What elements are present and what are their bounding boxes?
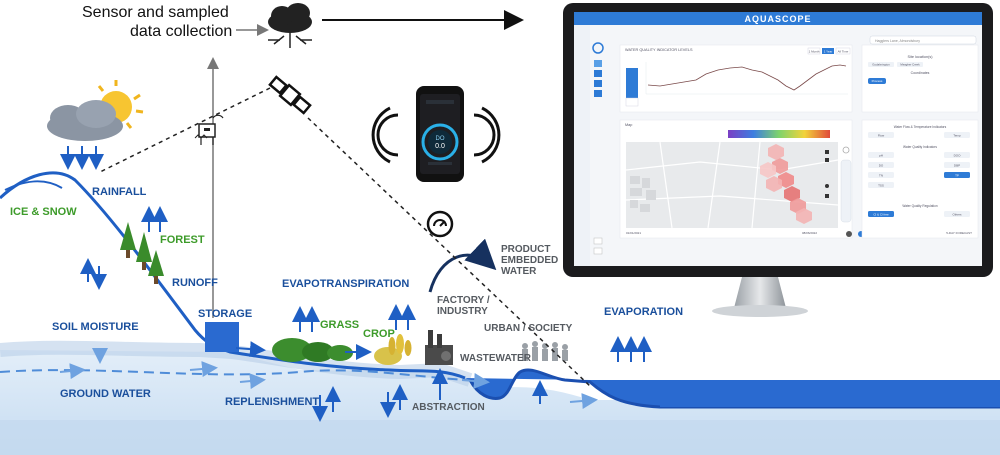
label-ground-water: GROUND WATER: [60, 388, 151, 400]
label-grass: GRASS: [320, 319, 359, 331]
svg-text:TSS: TSS: [878, 184, 884, 188]
svg-text:Others: Others: [952, 213, 962, 217]
svg-text:1 Year: 1 Year: [824, 50, 833, 54]
app-header: [574, 12, 982, 25]
phone-reading-label: DO: [436, 136, 445, 142]
chart-title: WATER QUALITY INDICATOR LEVELS: [625, 48, 693, 52]
chart-tab-1month[interactable]: [807, 47, 821, 55]
label-forest: FOREST: [160, 234, 205, 246]
svg-text:TP: TP: [955, 174, 959, 178]
monitor-stand: [734, 277, 786, 308]
label-ice-snow: ICE & SNOW: [10, 206, 77, 218]
svg-text:01/01/2021: 01/01/2021: [626, 231, 641, 235]
app-brand: AQUASCOPE: [744, 14, 811, 24]
chart-toggle: [626, 68, 638, 98]
svg-text:DO: DO: [879, 164, 884, 168]
label-crop: CROP: [363, 328, 395, 340]
chart-tab-1year[interactable]: [822, 48, 834, 54]
satellite-link-right: [307, 117, 591, 387]
label-runoff: RUNOFF: [172, 277, 218, 289]
label-urban: URBAN / SOCIETY: [484, 323, 573, 334]
rain-cloud-icon: [47, 100, 123, 170]
svg-text:DOO: DOO: [954, 154, 962, 158]
map-slider: [840, 159, 852, 223]
process-button[interactable]: [868, 78, 886, 84]
product-arrow: [428, 238, 497, 293]
map-legend-gradient: [728, 130, 830, 138]
chart-tab-alltime[interactable]: [835, 47, 851, 55]
svg-text:DBP: DBP: [954, 164, 960, 168]
svg-text:Water Quality Indicators: Water Quality Indicators: [903, 145, 937, 149]
label-factory-2: INDUSTRY: [437, 306, 488, 317]
label-wastewater: WASTEWATER: [460, 353, 532, 364]
regulation-buttons: Cl & Cl free Others: [868, 211, 970, 217]
deep-water-band: [0, 420, 1000, 455]
svg-text:pH: pH: [879, 154, 883, 158]
label-product-2: EMBEDDED: [501, 255, 558, 266]
label-replenishment: REPLENISHMENT: [225, 396, 319, 408]
svg-text:Water Flow & Temperature Indic: Water Flow & Temperature Indicators: [894, 125, 947, 129]
label-product-1: PRODUCT: [501, 244, 550, 255]
field-sensor-icon: [194, 114, 224, 145]
svg-text:All Time: All Time: [838, 50, 849, 54]
sensor-caption-line1: Sensor and sampled: [82, 4, 229, 21]
storage-reservoir: [205, 322, 239, 352]
gauge-sensor-icon: [426, 210, 454, 238]
svg-text:Flow: Flow: [878, 134, 885, 138]
data-cloud-icon: [268, 3, 312, 48]
map-title: Map: [625, 123, 632, 127]
map-heat-hexes: [760, 144, 812, 224]
label-evaporation: EVAPORATION: [604, 306, 683, 318]
svg-text:5-DAY FORECAST: 5-DAY FORECAST: [946, 231, 972, 235]
crop-icon: [374, 334, 412, 365]
phone-reading-value: 0.0: [435, 143, 445, 150]
forest-icon: [120, 222, 164, 284]
svg-text:Godalmington: Godalmington: [872, 63, 890, 67]
basin-rim: [468, 368, 1000, 409]
sensor-caption-line2: data collection: [130, 23, 232, 40]
quality-buttons: pH DOO DO DBP TN TP TSS: [868, 152, 970, 188]
app-search: [869, 35, 977, 45]
monitor-base: [712, 305, 808, 317]
label-rainfall: RAINFALL: [92, 186, 147, 198]
flow-temp-buttons: Flow Temp: [868, 132, 970, 138]
monitor: AQUASCOPE Hagglers Lane, Almondsbury WAT…: [563, 3, 993, 317]
label-product-3: WATER: [501, 266, 537, 277]
label-evapotranspiration: EVAPOTRANSPIRATION: [282, 278, 409, 290]
app-sidebar: [574, 25, 590, 266]
site-panel-title: Site location(s): [907, 55, 933, 59]
chart-panel: [619, 44, 853, 113]
app-search-text: Hagglers Lane, Almondsbury: [875, 39, 920, 43]
svg-text:Coordinates: Coordinates: [911, 71, 930, 75]
label-storage: STORAGE: [198, 308, 252, 320]
lake-surface: [660, 395, 1000, 407]
smartphone-icon: DO 0.0: [371, 86, 501, 182]
label-factory-1: FACTORY /: [437, 295, 490, 306]
people-icon: [522, 341, 568, 361]
svg-text:Process: Process: [872, 79, 883, 83]
svg-text:Meagher Creek: Meagher Creek: [900, 63, 920, 67]
svg-text:Water Quality Regulation: Water Quality Regulation: [902, 204, 938, 208]
label-soil-moisture: SOIL MOISTURE: [52, 321, 139, 333]
svg-text:08/06/2022: 08/06/2022: [802, 231, 817, 235]
svg-text:1 Month: 1 Month: [809, 50, 820, 54]
svg-text:Temp: Temp: [953, 134, 961, 138]
snow-cap: [4, 180, 63, 191]
svg-text:Cl & Cl free: Cl & Cl free: [873, 213, 889, 217]
indicator-panel: [861, 119, 979, 239]
satellite-icon: [268, 75, 312, 115]
label-abstraction: ABSTRACTION: [412, 402, 485, 413]
grass-icon: [272, 338, 353, 362]
chart-line: [647, 64, 847, 91]
factory-icon: [425, 330, 453, 365]
svg-text:TN: TN: [879, 174, 883, 178]
